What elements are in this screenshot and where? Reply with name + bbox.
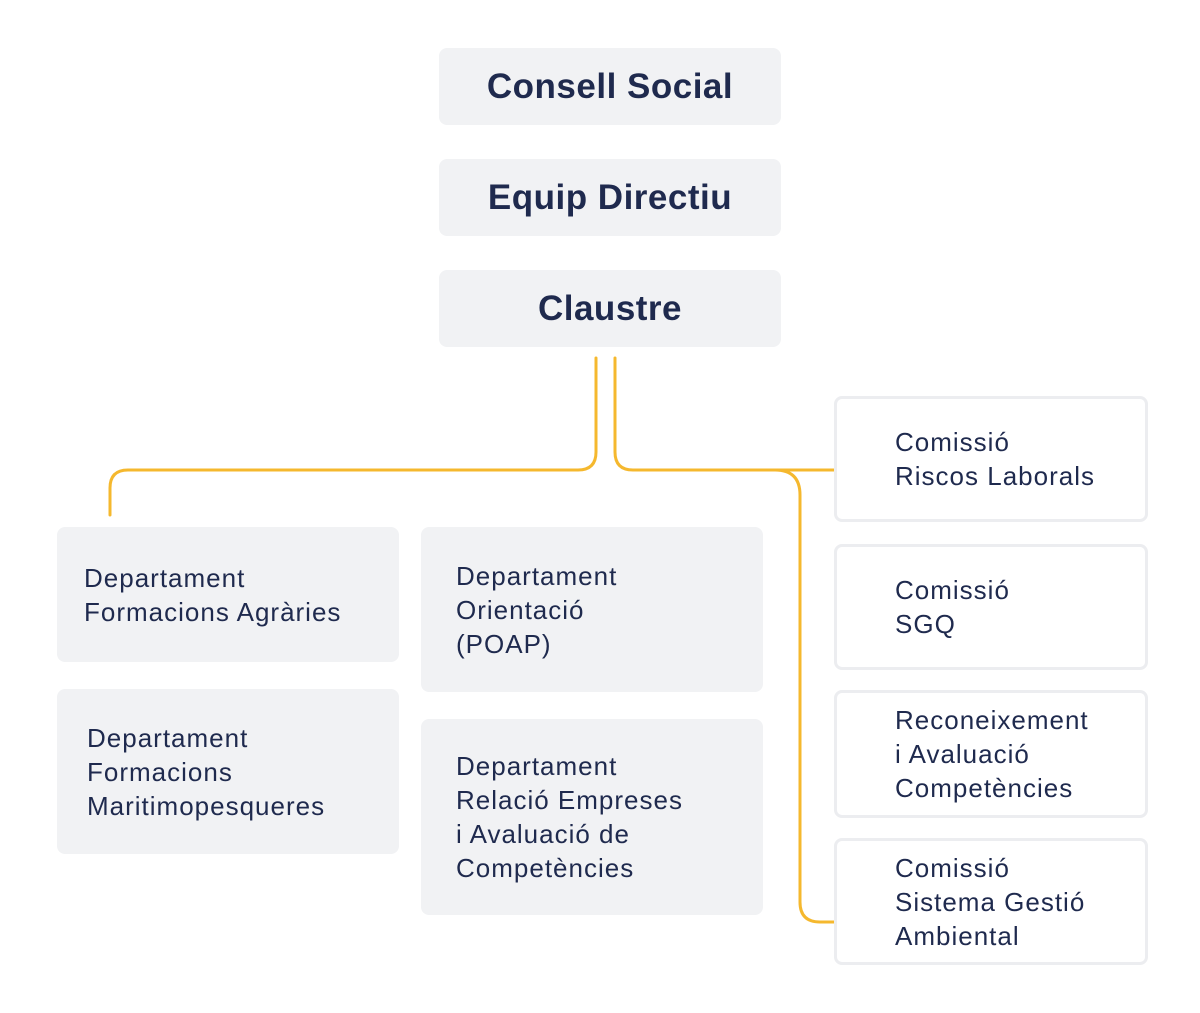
departament-maritimopesqueres-line-2: Formacions xyxy=(87,756,233,787)
departament-orientacio-line-3: (POAP) xyxy=(456,628,552,659)
equip-directiu-label: Equip Directiu xyxy=(487,177,733,217)
departament-orientacio-line-1: Departament xyxy=(456,560,618,591)
departament-relacio-empreses-box: Departament Relació Empreses i Avaluació… xyxy=(421,719,763,915)
departament-relacio-empreses-line-2: Relació Empreses xyxy=(456,785,683,815)
departament-maritimopesqueres-line-1: Departament xyxy=(87,722,249,753)
equip-directiu-box: Equip Directiu xyxy=(439,159,781,236)
comissio-riscos-laborals-line-1: Comissió xyxy=(895,427,1010,457)
departament-maritimopesqueres-line-3: Maritimopesqueres xyxy=(87,790,326,821)
departament-formacions-agraries-line-1: Departament xyxy=(84,562,246,593)
claustre-box: Claustre xyxy=(439,270,781,347)
reconeixement-line-3: Competències xyxy=(895,773,1074,803)
comissio-gestio-ambiental-line-2: Sistema Gestió xyxy=(895,886,1086,917)
reconeixement-avaluacio-box: Reconeixement i Avaluació Competències xyxy=(834,690,1148,818)
comissio-sgq-line-1: Comissió xyxy=(895,575,1010,605)
departament-relacio-empreses-line-3: i Avaluació de xyxy=(456,819,630,849)
departament-formacions-maritimopesqueres-box: Departament Formacions Maritimopesqueres xyxy=(57,689,399,854)
connector-to-comissions xyxy=(613,356,838,472)
reconeixement-line-1: Reconeixement xyxy=(895,705,1089,735)
reconeixement-line-2: i Avaluació xyxy=(895,739,1030,769)
comissio-gestio-ambiental-line-3: Ambiental xyxy=(895,920,1020,951)
comissio-sgq-box: Comissió SGQ xyxy=(834,544,1148,670)
departament-formacions-agraries-line-2: Formacions Agràries xyxy=(84,596,342,627)
comissio-sgq-line-2: SGQ xyxy=(895,609,956,639)
comissio-riscos-laborals-box: Comissió Riscos Laborals xyxy=(834,396,1148,522)
departament-relacio-empreses-line-1: Departament xyxy=(456,751,618,781)
comissio-gestio-ambiental-line-1: Comissió xyxy=(895,852,1010,883)
connector-to-departaments xyxy=(108,356,598,517)
consell-social-box: Consell Social xyxy=(439,48,781,125)
comissio-gestio-ambiental-box: Comissió Sistema Gestió Ambiental xyxy=(834,838,1148,965)
claustre-label: Claustre xyxy=(537,288,683,328)
departament-formacions-agraries-box: Departament Formacions Agràries xyxy=(57,527,399,662)
connector-comissions-spine xyxy=(773,468,838,924)
departament-orientacio-box: Departament Orientació (POAP) xyxy=(421,527,763,692)
departament-relacio-empreses-line-4: Competències xyxy=(456,853,635,883)
comissio-riscos-laborals-line-2: Riscos Laborals xyxy=(895,461,1095,491)
consell-social-label: Consell Social xyxy=(486,66,734,106)
departament-orientacio-line-2: Orientació xyxy=(456,594,585,625)
